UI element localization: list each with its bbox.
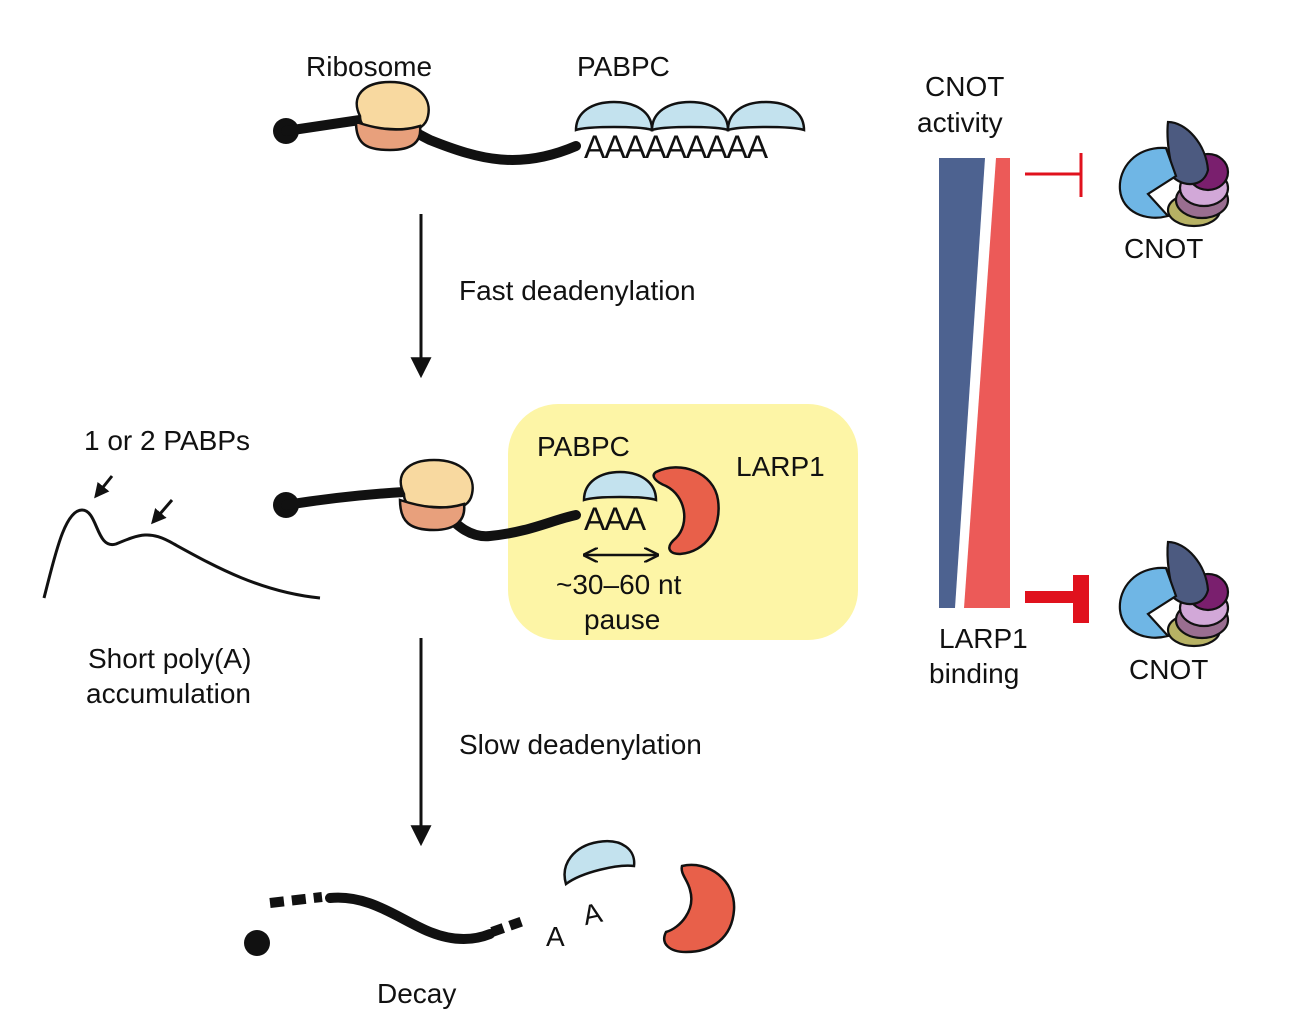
- decay-strand: [325, 892, 495, 944]
- top-mrna-strand: [281, 114, 581, 165]
- short-polya-label-line2: accumulation: [86, 678, 251, 709]
- middle-ribosome: [398, 458, 474, 532]
- pacman-complex-icon-top: [1118, 120, 1230, 228]
- cnot-activity-label-line2: activity: [917, 107, 1003, 138]
- cnot-bottom-label: CNOT: [1129, 654, 1208, 685]
- short-polya-label-line1: Short poly(A): [88, 643, 251, 674]
- ribosome-large-subunit: [355, 80, 430, 132]
- decay-free-larp1: [663, 863, 736, 954]
- larp1-binding-label-line2: binding: [929, 658, 1019, 689]
- ribosome-small-subunit: [354, 120, 422, 152]
- pabp-arrow-1: [94, 475, 114, 499]
- distribution-curve: [42, 508, 321, 600]
- top-ribosome: [354, 80, 430, 152]
- ribosome-large-subunit: [399, 458, 474, 510]
- middle-mrna: AAA PABPC LARP1 ~30–60 nt pause: [273, 404, 858, 640]
- decay-free-a-1: A: [546, 921, 565, 952]
- pacman-complex-icon-bottom: [1118, 540, 1230, 648]
- larp1-label: LARP1: [736, 451, 825, 482]
- cnot-larp1-panel: CNOT activity LARP1 binding CNOT CNOT: [917, 71, 1230, 689]
- top-mrna: AAAAAAAAA Ribosome PABPC: [273, 51, 806, 165]
- decay-dash-right: [490, 915, 528, 937]
- larp1-binding-label-line1: LARP1: [939, 623, 1028, 654]
- pabpc-top-label: PABPC: [577, 51, 670, 82]
- decay-dash-left: [269, 892, 323, 908]
- cnot-activity-label-line1: CNOT: [925, 71, 1004, 102]
- pause-label-line1: ~30–60 nt: [556, 569, 682, 600]
- middle-polya-tail: AAA: [584, 501, 647, 537]
- decay-free-pabpc: [563, 839, 636, 887]
- polya-distribution: 1 or 2 PABPs Short poly(A) accumulation: [42, 425, 321, 709]
- fast-deadenylation-label: Fast deadenylation: [459, 275, 696, 306]
- pabpc-mid-label: PABPC: [537, 431, 630, 462]
- top-pabpc-row: [574, 100, 806, 132]
- pabpc-3: [726, 100, 806, 132]
- pabpc-1: [574, 100, 654, 132]
- decay-mrna-cap: [244, 930, 270, 956]
- pabp-arrow-2: [151, 499, 174, 525]
- pabps-note-label: 1 or 2 PABPs: [84, 425, 250, 456]
- pause-label-line2: pause: [584, 604, 660, 635]
- decay-label: Decay: [377, 978, 456, 1009]
- cnot-activity-bar: [939, 158, 985, 608]
- middle-larp1: [652, 466, 720, 556]
- pabpc-2: [650, 100, 730, 132]
- larp1-binding-bar: [964, 158, 1010, 608]
- top-polya-tail: AAAAAAAAA: [584, 129, 769, 165]
- cnot-top-label: CNOT: [1124, 233, 1203, 264]
- slow-deadenylation-label: Slow deadenylation: [459, 729, 702, 760]
- decay-mrna: A A Decay: [244, 839, 736, 1009]
- inhibit-t-bar-icon-strong: [1025, 575, 1089, 623]
- inhibit-t-bar-icon-weak: [1025, 153, 1083, 197]
- ribosome-small-subunit: [398, 498, 466, 532]
- middle-pabpc: [582, 470, 658, 502]
- ribosome-label: Ribosome: [306, 51, 432, 82]
- decay-free-a-2: A: [580, 897, 605, 931]
